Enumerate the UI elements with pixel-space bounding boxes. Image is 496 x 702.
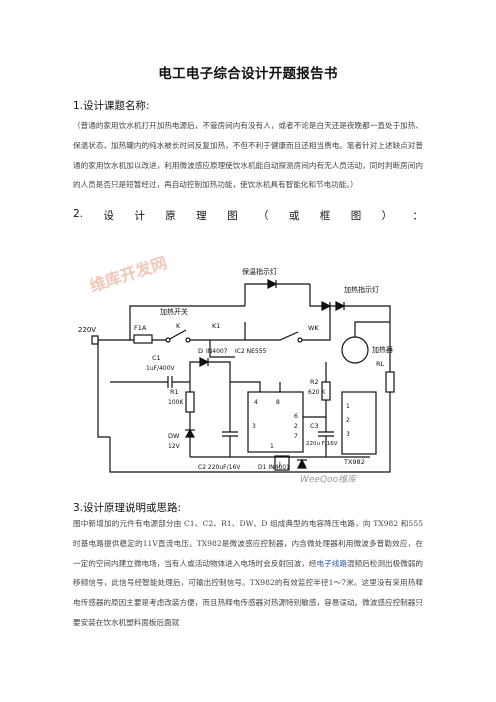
circuit-diagram: 维库开发网 WeeQoo维库 <box>70 232 415 487</box>
h2-char: 框 <box>319 210 331 222</box>
label-ic2: IC2 NE555 <box>235 348 267 355</box>
relay-label: J <box>278 461 281 468</box>
h2-char: 2. <box>73 208 84 220</box>
label-220v: 220V <box>78 326 96 334</box>
h2-char: 设 <box>103 210 114 222</box>
label-switch-k1: K1 <box>212 322 220 330</box>
pin-label: 7 <box>294 433 298 440</box>
label-heating-switch: 加热开关 <box>160 307 188 316</box>
label-c3: C3 <box>310 422 319 430</box>
h2-char: 图 <box>227 210 238 222</box>
label-switch-k: K <box>176 322 181 330</box>
h2-char: ： <box>412 210 424 222</box>
section1-body: （普通的家用饮水机打开加热电源后，不管房间内有没有人，或者不论是白天还是夜晚都一… <box>73 121 423 190</box>
label-heater: 加热器 <box>372 345 393 354</box>
tx-pin-label: 3 <box>346 431 350 438</box>
section1-heading: 1.设计课题名称: <box>73 100 150 112</box>
h2-char: ） <box>381 210 393 222</box>
label-c2-val: C2 220uF/16V <box>198 464 241 471</box>
label-insulation-lamp: 保温指示灯 <box>242 267 277 276</box>
tx-pin-label: 1 <box>346 403 350 410</box>
label-c1-val: 1uF/400V <box>146 365 176 372</box>
section2-heading: 2. 设 计 原 理 图 （ 或 框 图 ） ： <box>73 208 423 223</box>
h2-char: 或 <box>288 210 300 222</box>
label-rl: RL <box>376 360 385 368</box>
label-c1: C1 <box>152 354 161 362</box>
label-switch-wk: WK <box>308 324 319 332</box>
label-dw-val: 12V <box>168 443 181 450</box>
h2-char: 理 <box>196 210 207 222</box>
h2-char: 原 <box>165 210 176 222</box>
tx-pin-label: 2 <box>346 417 350 424</box>
label-fuse: F1A <box>134 324 147 332</box>
pin-label: 8 <box>276 399 280 406</box>
label-d-val: IN4007 <box>206 348 228 355</box>
pin-label: 2 <box>294 423 298 430</box>
section3-text-b: 混频后检测出极微弱的移频信号，此信号经智能处理后，可输出控制信号。TX982的有… <box>73 558 424 627</box>
label-tx982: TX982 <box>343 458 365 466</box>
document-title: 电工电子综合设计开题报告书 <box>158 66 338 82</box>
label-dw: DW <box>168 432 180 440</box>
pin-label: 1 <box>270 443 274 450</box>
section3-heading: 3.设计原理说明或思路: <box>73 502 182 514</box>
label-d: D <box>198 347 203 355</box>
h2-char: 计 <box>134 210 145 222</box>
label-heating-lamp: 加热指示灯 <box>344 285 379 294</box>
label-c3-val: 220u F/16V <box>306 441 338 447</box>
section3-text-a: 图中新增加的元件有电源部分由 C1、C2、R1、DW、D 组成典型的电容降压电路… <box>73 519 423 568</box>
label-r2-val: 620 K <box>308 389 326 396</box>
h2-char: （ <box>257 210 269 222</box>
label-r1-val: 100K <box>168 399 184 406</box>
label-r2: R2 <box>310 378 319 386</box>
pin-label: 4 <box>254 399 258 406</box>
watermark-text: WeeQoo维库 <box>300 474 358 485</box>
label-d1-val: D1 IN4001 <box>258 464 290 471</box>
pin-label: 3 <box>252 423 256 430</box>
section3-body: 图中新增加的元件有电源部分由 C1、C2、R1、DW、D 组成典型的电容降压电路… <box>73 514 423 633</box>
label-r1: R1 <box>170 388 179 396</box>
pin-label: 6 <box>294 413 298 420</box>
electronic-circuit-link[interactable]: 电子线路 <box>316 558 347 568</box>
h2-char: 图 <box>350 210 362 222</box>
